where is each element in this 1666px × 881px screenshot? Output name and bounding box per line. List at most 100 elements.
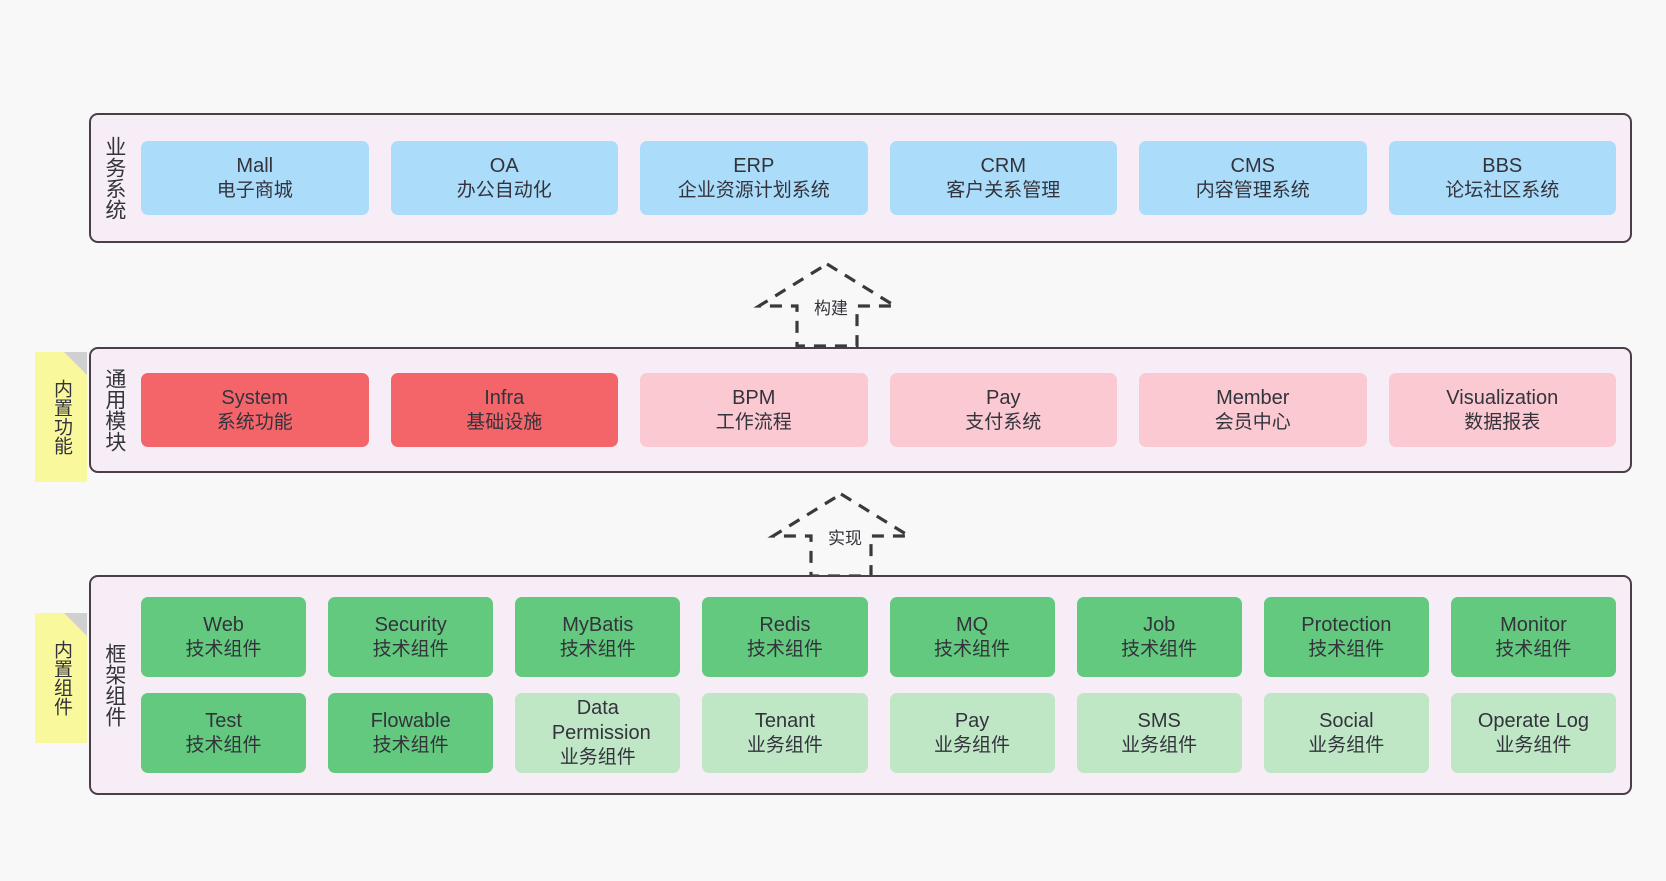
connector-build: 构建 — [752, 258, 902, 350]
node-title: SMS — [1137, 709, 1181, 732]
node-title: BBS — [1482, 154, 1523, 177]
node-redis[interactable]: Redis 技术组件 — [702, 597, 868, 677]
node-title: System — [221, 386, 289, 409]
node-title: Pay — [986, 386, 1021, 409]
layer-body-common-modules: System 系统功能 Infra 基础设施 BPM 工作流程 Pay 支付系统… — [137, 349, 1630, 471]
node-monitor[interactable]: Monitor 技术组件 — [1450, 597, 1616, 677]
node-title: CMS — [1230, 154, 1275, 177]
layer-row: System 系统功能 Infra 基础设施 BPM 工作流程 Pay 支付系统… — [141, 373, 1616, 447]
node-crm[interactable]: CRM 客户关系管理 — [889, 141, 1117, 215]
node-subtitle: 企业资源计划系统 — [677, 179, 830, 201]
node-title: Tenant — [754, 709, 815, 732]
node-bbs[interactable]: BBS 论坛社区系统 — [1388, 141, 1616, 215]
node-pay[interactable]: Pay 支付系统 — [889, 373, 1117, 447]
layer-body-framework-components: Web 技术组件 Security 技术组件 MyBatis 技术组件 Redi… — [137, 577, 1630, 793]
node-bpm[interactable]: BPM 工作流程 — [640, 373, 868, 447]
node-subtitle: 技术组件 — [185, 638, 262, 660]
node-subtitle: 技术组件 — [372, 734, 449, 756]
node-mall[interactable]: Mall 电子商城 — [141, 141, 369, 215]
node-security[interactable]: Security 技术组件 — [328, 597, 494, 677]
node-social[interactable]: Social 业务组件 — [1263, 693, 1429, 773]
node-title: ERP — [733, 154, 775, 177]
node-subtitle: 业务组件 — [559, 747, 636, 769]
node-subtitle: 技术组件 — [1308, 638, 1385, 660]
node-job[interactable]: Job 技术组件 — [1076, 597, 1242, 677]
node-sms[interactable]: SMS 业务组件 — [1076, 693, 1242, 773]
connector-label: 实现 — [826, 524, 864, 549]
layer-row: Mall 电子商城 OA 办公自动化 ERP 企业资源计划系统 CRM 客户关系… — [141, 141, 1616, 215]
node-subtitle: 技术组件 — [746, 638, 823, 660]
node-subtitle: 论坛社区系统 — [1445, 179, 1560, 201]
node-title: BPM — [732, 386, 776, 409]
node-visualization[interactable]: Visualization 数据报表 — [1388, 373, 1616, 447]
node-oa[interactable]: OA 办公自动化 — [390, 141, 618, 215]
note-builtin-components[interactable]: 内置组件 — [35, 613, 87, 743]
node-data-permission[interactable]: Data Permission 业务组件 — [515, 693, 681, 773]
node-flowable[interactable]: Flowable 技术组件 — [328, 693, 494, 773]
note-fold-corner-icon — [64, 613, 87, 636]
node-subtitle: 技术组件 — [559, 638, 636, 660]
layer-row-business: Test 技术组件 Flowable 技术组件 Data Permission … — [141, 693, 1616, 773]
node-subtitle: 技术组件 — [372, 638, 449, 660]
node-title: MyBatis — [562, 613, 634, 636]
layer-framework-components[interactable]: 框架组件 Web 技术组件 Security 技术组件 MyBatis 技术组件… — [89, 575, 1632, 795]
node-subtitle: 基础设施 — [466, 411, 543, 433]
node-subtitle: 业务组件 — [746, 734, 823, 756]
node-subtitle: 支付系统 — [965, 411, 1042, 433]
node-title: Infra — [484, 386, 525, 409]
node-title: Job — [1143, 613, 1176, 636]
generalization-arrow-icon — [753, 262, 901, 348]
node-subtitle: 内容管理系统 — [1195, 179, 1310, 201]
node-subtitle: 数据报表 — [1464, 411, 1541, 433]
node-title: Redis — [759, 613, 811, 636]
node-member[interactable]: Member 会员中心 — [1139, 373, 1367, 447]
node-tenant[interactable]: Tenant 业务组件 — [702, 693, 868, 773]
node-title: MQ — [955, 613, 989, 636]
node-subtitle: 技术组件 — [185, 734, 262, 756]
node-title: Flowable — [370, 709, 451, 732]
node-title: Web — [203, 613, 244, 636]
node-title: Monitor — [1500, 613, 1567, 636]
node-pay-business[interactable]: Pay 业务组件 — [889, 693, 1055, 773]
layer-business-systems[interactable]: 业务系统 Mall 电子商城 OA 办公自动化 ERP 企业资源计划系统 CRM… — [89, 113, 1632, 243]
node-title: Security — [374, 613, 447, 636]
node-protection[interactable]: Protection 技术组件 — [1263, 597, 1429, 677]
layer-label-common-modules: 通用模块 — [102, 368, 126, 452]
node-mq[interactable]: MQ 技术组件 — [889, 597, 1055, 677]
note-text: 内置组件 — [51, 640, 73, 716]
node-subtitle: 技术组件 — [1121, 638, 1198, 660]
note-text: 内置功能 — [51, 379, 73, 455]
node-subtitle: 办公自动化 — [456, 179, 552, 201]
node-mybatis[interactable]: MyBatis 技术组件 — [515, 597, 681, 677]
node-title: Protection — [1301, 613, 1392, 636]
node-erp[interactable]: ERP 企业资源计划系统 — [640, 141, 868, 215]
node-title: CRM — [980, 154, 1027, 177]
layer-label-framework-components: 框架组件 — [102, 643, 126, 727]
node-title: Pay — [954, 709, 990, 732]
layer-body-business-systems: Mall 电子商城 OA 办公自动化 ERP 企业资源计划系统 CRM 客户关系… — [137, 115, 1630, 241]
node-infra[interactable]: Infra 基础设施 — [390, 373, 618, 447]
node-subtitle: 会员中心 — [1214, 411, 1291, 433]
connector-label: 构建 — [812, 294, 850, 319]
node-web[interactable]: Web 技术组件 — [141, 597, 307, 677]
node-title: Social — [1319, 709, 1374, 732]
connector-implement: 实现 — [766, 488, 916, 580]
node-subtitle: 业务组件 — [1308, 734, 1385, 756]
node-system[interactable]: System 系统功能 — [141, 373, 369, 447]
node-subtitle: 电子商城 — [216, 179, 293, 201]
node-cms[interactable]: CMS 内容管理系统 — [1139, 141, 1367, 215]
note-fold-corner-icon — [64, 352, 87, 375]
node-subtitle: 系统功能 — [216, 411, 293, 433]
node-test[interactable]: Test 技术组件 — [141, 693, 307, 773]
node-title: Data Permission — [551, 697, 651, 745]
node-operate-log[interactable]: Operate Log 业务组件 — [1450, 693, 1616, 773]
layer-common-modules[interactable]: 通用模块 System 系统功能 Infra 基础设施 BPM 工作流程 Pay… — [89, 347, 1632, 473]
layer-row-technical: Web 技术组件 Security 技术组件 MyBatis 技术组件 Redi… — [141, 597, 1616, 677]
node-subtitle: 客户关系管理 — [946, 179, 1061, 201]
note-builtin-features[interactable]: 内置功能 — [35, 352, 87, 482]
node-title: Test — [205, 709, 242, 732]
node-subtitle: 业务组件 — [1121, 734, 1198, 756]
node-title: Operate Log — [1477, 709, 1590, 732]
node-subtitle: 技术组件 — [1495, 638, 1572, 660]
